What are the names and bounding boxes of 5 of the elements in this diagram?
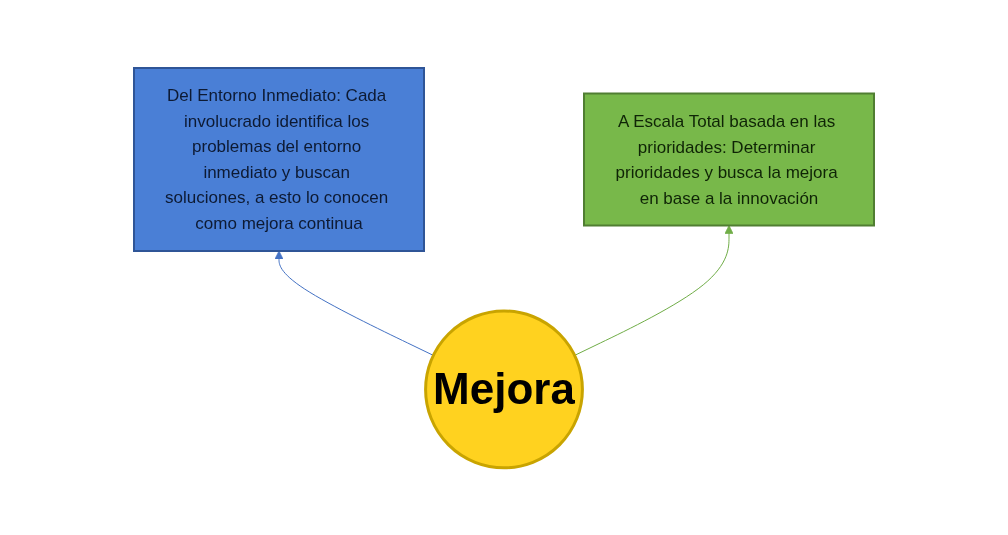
arrow <box>574 224 734 356</box>
concept-circle: Mejora <box>424 309 584 469</box>
arrow <box>274 250 434 356</box>
text-box: A Escala Total basada en las prioridades: Determinar prioridades y busca la mejora en base a la innovación <box>583 92 875 227</box>
text-box: Del Entorno Inmediato: Cada involucrado identifica los problemas del entorno inmediato y buscan soluciones, a esto lo conocen como mejora continua <box>133 66 425 252</box>
